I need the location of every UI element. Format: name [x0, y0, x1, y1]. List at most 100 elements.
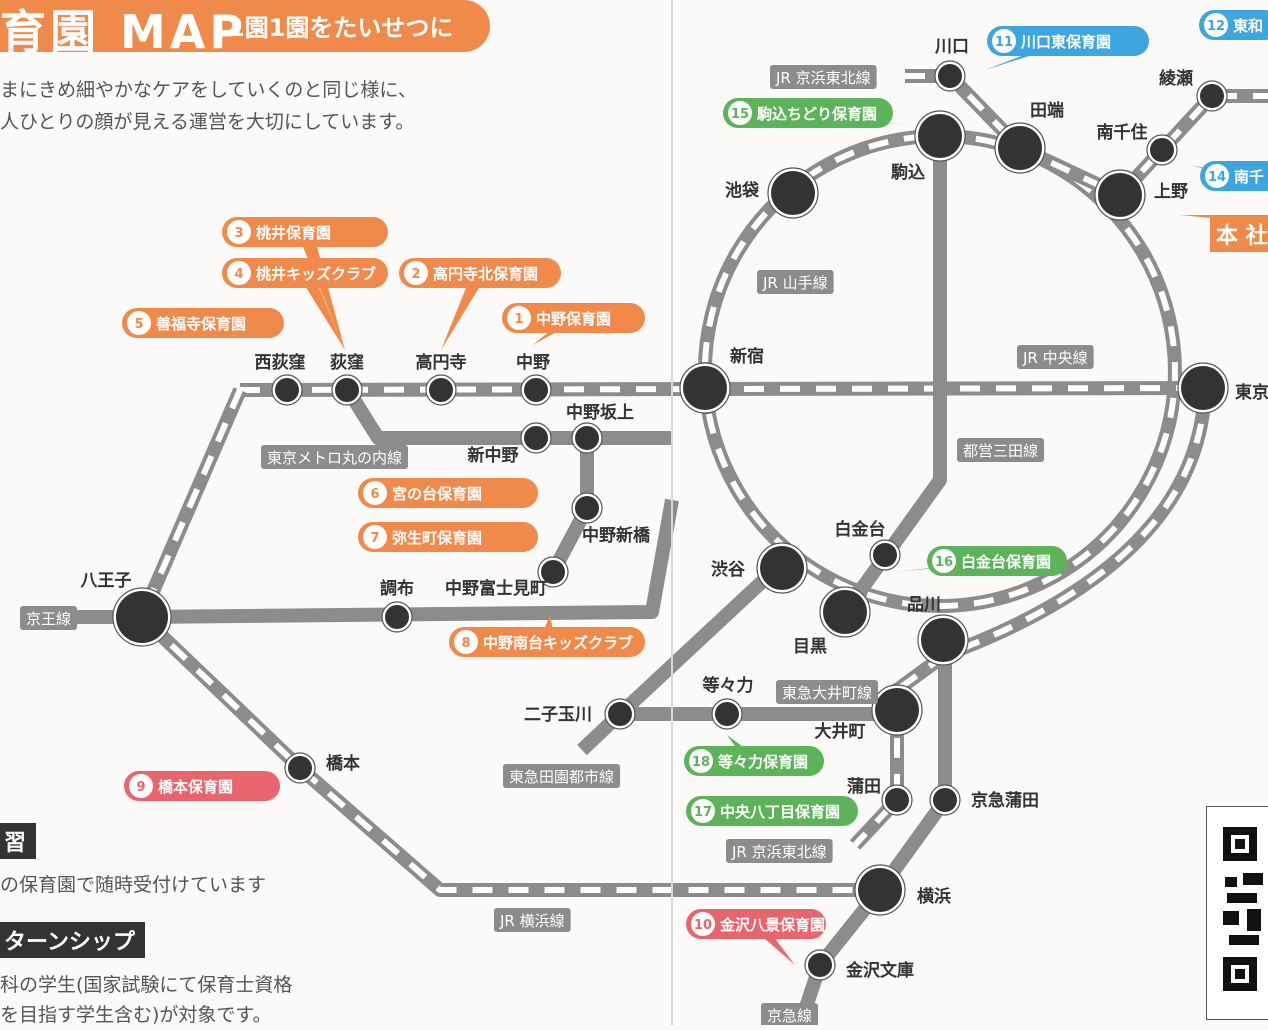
station-dot [998, 126, 1042, 170]
page-fold [671, 0, 673, 1025]
callout-number: 9 [136, 780, 145, 795]
qr-code[interactable] [1206, 806, 1268, 1020]
station-dot [933, 788, 957, 812]
nursery-callout-15: 15 駒込ちどり保育園 [723, 98, 905, 128]
station-dot [275, 378, 299, 402]
callout-number-bg [1205, 164, 1229, 188]
section-body: の保育園で随時受付けています [0, 870, 266, 900]
station-dot [683, 366, 727, 410]
callout-number: 12 [1207, 19, 1225, 34]
station-dot [335, 378, 359, 402]
station-dot [524, 378, 548, 402]
station-dot [875, 688, 919, 732]
callout-number-bg [691, 912, 715, 936]
station-label-nakano: 中野 [516, 352, 550, 373]
section-line: 科の学生(国家試験にて保育士資格 [0, 974, 293, 996]
callout-box [222, 258, 388, 288]
line-label-text: JR 京浜東北線 [731, 843, 827, 861]
callout-number-bg [227, 220, 251, 244]
station-dot [808, 953, 832, 977]
line-label-keihin_s: JR 京浜東北線 [726, 839, 833, 863]
callout-box [723, 98, 893, 128]
station-dot [288, 756, 312, 780]
callout-box [124, 771, 280, 801]
line-label-text: JR 山手線 [762, 274, 828, 292]
line-label-box [261, 445, 409, 469]
line-label-text: JR 京浜東北線 [775, 69, 871, 87]
callout-box [122, 308, 284, 338]
station-label-kanazawabunko: 金沢文庫 [845, 960, 914, 981]
callout-number-bg [691, 799, 715, 823]
callout-name: 橋本保育園 [158, 778, 233, 796]
callout-number: 10 [694, 918, 712, 933]
station-label-shirokanedai: 白金台 [835, 519, 886, 540]
station-label-ogikubo: 荻窪 [330, 352, 364, 373]
callout-number: 15 [731, 107, 749, 122]
callout-name: 中野南台キッズクラブ [483, 634, 633, 652]
head-office-shape [1180, 215, 1268, 252]
line-label-keio: 京王線 [20, 606, 78, 630]
callout-name: 中央八丁目保育園 [720, 803, 840, 821]
line-label-yamanote: JR 山手線 [757, 270, 834, 294]
line-label-text: JR 中央線 [1022, 349, 1088, 367]
line-label-box [726, 839, 833, 863]
section-line: の保育園で随時受付けています [0, 874, 267, 896]
station-dot [873, 543, 897, 567]
line-label-box [776, 680, 879, 704]
station-dot [921, 618, 965, 662]
station-label-nakanosakaue: 中野坂上 [566, 402, 634, 423]
section-heading: ターンシップ [0, 922, 145, 958]
station-label-nishiogikubo: 西荻窪 [255, 352, 306, 373]
line-label-text: 東急大井町線 [782, 684, 872, 702]
station-label-kamata: 蒲田 [847, 777, 881, 797]
line-label-text: 東京メトロ丸の内線 [267, 449, 402, 467]
callout-box [399, 258, 561, 288]
callout-name: 金沢八景保育園 [719, 916, 825, 934]
line-label-box [957, 438, 1045, 462]
callout-number: 2 [411, 267, 420, 282]
callout-number: 4 [234, 267, 243, 282]
callout-number: 3 [234, 226, 243, 241]
rail-dash [138, 388, 880, 893]
station-label-tabata: 田端 [1030, 100, 1064, 121]
callout-box [686, 796, 858, 826]
callout-name: 中野保育園 [536, 310, 611, 328]
line-label-oimachi: 東急大井町線 [776, 680, 879, 704]
callout-number-bg [1204, 13, 1228, 37]
callout-number: 18 [692, 755, 710, 770]
callout-number: 8 [461, 636, 470, 651]
station-label-komagome: 駒込 [891, 162, 925, 183]
callout-name: 白金台保育園 [961, 553, 1051, 571]
station-label-meguro: 目黒 [793, 637, 827, 657]
callout-pointer [441, 273, 488, 350]
station-dot [116, 591, 168, 643]
rail-mita [839, 136, 947, 617]
nursery-callout-10: 10 金沢八景保育園 [686, 909, 826, 965]
callout-box [927, 546, 1067, 576]
rail-dash [852, 387, 1208, 848]
callout-name: 善福寺保育園 [156, 315, 246, 333]
station-dot [541, 560, 565, 584]
callout-number: 6 [370, 487, 379, 502]
section-line: を目指す学生含む)が対象です。 [0, 1004, 272, 1026]
station-dot [938, 64, 962, 88]
line-label-text: 京王線 [26, 610, 71, 628]
callout-name: 駒込ちどり保育園 [757, 105, 877, 123]
station-label-ayase: 綾瀬 [1159, 68, 1193, 89]
callout-box [222, 217, 388, 247]
station-label-tokyo: 東京 [1235, 382, 1268, 403]
callout-box [449, 627, 645, 657]
line-label-text: 京急線 [767, 1007, 812, 1025]
callout-number-bg [932, 549, 956, 573]
callout-number-bg [404, 261, 428, 285]
station-dot [1200, 84, 1224, 108]
rail-dash [701, 133, 1178, 609]
line-label-marunouchi: 東京メトロ丸の内線 [261, 445, 409, 469]
